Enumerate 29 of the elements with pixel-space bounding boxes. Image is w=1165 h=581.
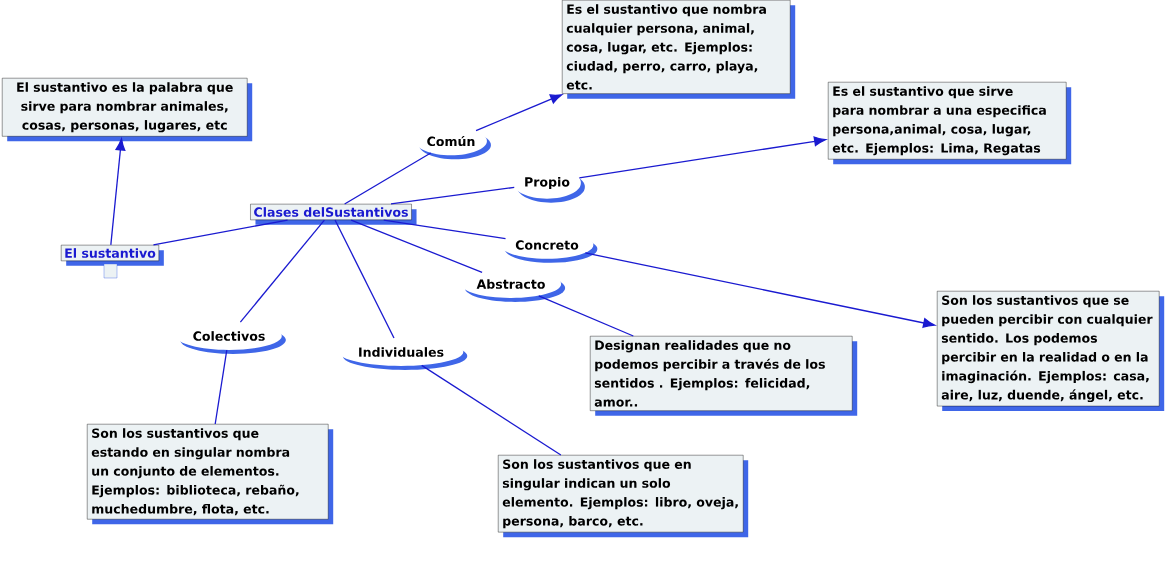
- connector: [239, 219, 326, 323]
- connector: [578, 136, 827, 179]
- concept-label: Propio: [513, 167, 585, 203]
- connector: [475, 94, 563, 132]
- definition-box: Son los sustantivos que se pueden percibir con cualquier sentido. Los podemos percibir en la realidad o en la imaginación. Ejemplos: casa, aire, luz, duende, ángel, etc.: [937, 291, 1165, 412]
- title-box: Clases delSustantivos: [250, 203, 417, 225]
- concept-label: Individuales: [338, 338, 468, 370]
- concept-label: Colectivos: [176, 322, 286, 354]
- concept-label: Común: [415, 126, 491, 160]
- definition-box: Son los sustantivos que en singular indican un solo elemento. Ejemplos: libro, oveja, persona, barco, etc.: [498, 455, 749, 538]
- connector: [214, 349, 228, 425]
- title-box: El sustantivo: [61, 244, 164, 266]
- definition-box: Son los sustantivos que estando en singular nombra un conjunto de elementos. Ejemplos: biblioteca, rebaño, muchedumbre, flota, etc.: [87, 424, 334, 525]
- connector: [110, 138, 126, 246]
- connector: [584, 252, 936, 328]
- connector: [383, 219, 507, 240]
- connector: [152, 219, 289, 246]
- connector: [334, 219, 395, 339]
- connector: [350, 219, 483, 274]
- definition-box: Designan realidades que no podemos percibir a través de los sentidos . Ejemplos: felicidad, amor..: [590, 336, 858, 416]
- concept-label: Abstracto: [460, 270, 566, 302]
- connector: [343, 152, 432, 205]
- definition-box: Es el sustantivo que nombra cualquier persona, animal, cosa, lugar, etc. Ejemplos: ciudad, perro, carro, playa, etc.: [562, 0, 796, 99]
- concept-label: Concreto: [500, 231, 598, 263]
- definition-box: El sustantivo es la palabra que sirve para nombrar animales, cosas, personas, lugares, etc: [2, 78, 253, 142]
- definition-box: Es el sustantivo que sirve para nombrar a una especifica persona,animal, cosa, lugar, etc. Ejemplos: Lima, Regatas: [828, 82, 1072, 165]
- connector: [390, 186, 515, 205]
- connector: [421, 364, 562, 456]
- connector: [538, 295, 634, 337]
